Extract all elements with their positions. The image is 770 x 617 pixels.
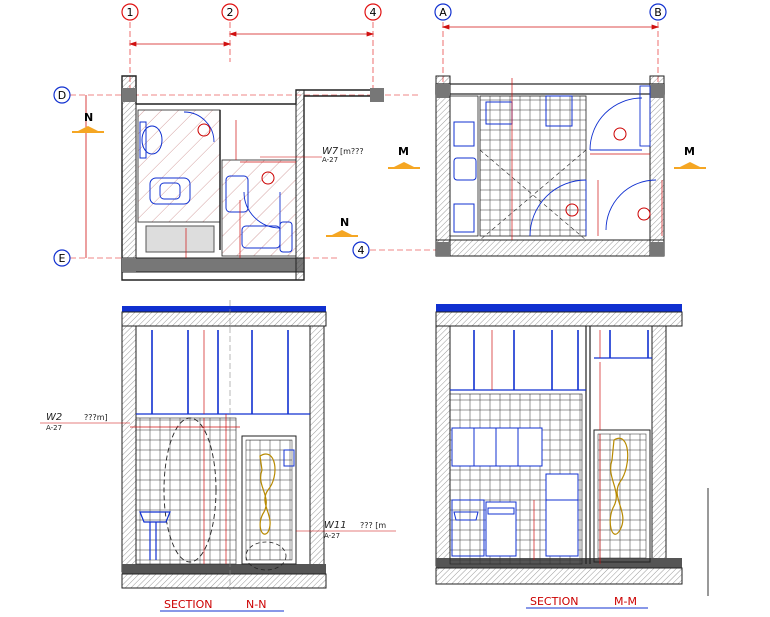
section-mark-m-label-2: M — [684, 145, 695, 158]
grid-label-d: D — [58, 89, 66, 102]
title-mm-label: SECTION — [530, 595, 578, 608]
grid-bubble-4: 4 — [364, 3, 382, 21]
section-mark-m-label: M — [398, 145, 409, 158]
tag-w2-label: W2 — [46, 412, 62, 423]
mm-curtain — [609, 437, 629, 535]
dimension-lines — [85, 24, 660, 258]
title-section-mm: SECTION M-M — [526, 595, 648, 609]
section-mark-m-right: M — [674, 145, 706, 169]
tag-w7: W7 [m??? A-27 — [260, 146, 364, 164]
tag-w7-ref: [m??? — [340, 147, 364, 156]
grid-label-e: E — [59, 252, 66, 265]
kitchen-fixtures-plan — [453, 95, 573, 233]
tag-w11-label: W11 — [324, 520, 347, 531]
tag-w2-ref: ???m] — [84, 413, 108, 422]
plan-right — [435, 75, 665, 257]
nn-dims — [130, 330, 240, 564]
grid-label-1: 1 — [127, 6, 134, 19]
grid-label-2: 2 — [227, 6, 234, 19]
grid-bubble-b: B — [649, 3, 667, 21]
grid-bubble-1: 1 — [121, 3, 139, 21]
mm-dims — [491, 330, 601, 564]
plan-dims — [185, 120, 296, 258]
title-nn-label: SECTION — [164, 598, 212, 611]
tag-w2-sub: A-27 — [46, 424, 62, 432]
section-mark-n-label-2: N — [340, 216, 349, 229]
grid-bubble-e: E — [53, 249, 71, 267]
tag-w11-ref: ??? [m — [360, 521, 386, 530]
mm-pipes — [450, 330, 652, 391]
tag-w11: W11 ??? [m A-27 — [296, 520, 396, 540]
door-swings-left — [183, 111, 281, 229]
grid-label-a: A — [439, 6, 447, 19]
grid-label-4: 4 — [370, 6, 377, 19]
nn-curtain — [259, 453, 276, 535]
tag-w11-sub: A-27 — [324, 532, 340, 540]
grid-bubble-4b: 4 — [352, 241, 370, 259]
floor-level-tags — [197, 123, 275, 185]
tag-w7-label: W7 — [322, 146, 339, 157]
section-mark-m-left: M — [388, 145, 420, 169]
grid-label-b: B — [654, 6, 662, 19]
plan-right-dims — [511, 78, 663, 240]
section-mm — [435, 304, 709, 596]
grid-bubble-2: 2 — [221, 3, 239, 21]
grid-bubble-d: D — [53, 86, 71, 104]
plan-left — [121, 75, 384, 281]
nn-sink — [139, 511, 171, 560]
floor-level-tags-right — [565, 127, 651, 221]
section-nn — [121, 300, 327, 590]
title-nn-id: N-N — [246, 598, 266, 611]
section-mark-n-left: N — [72, 111, 104, 133]
nn-pipes — [136, 330, 310, 415]
grid-label-4b: 4 — [358, 244, 365, 257]
title-section-nn: SECTION N-N — [160, 598, 284, 612]
tag-w7-sub: A-27 — [322, 156, 338, 164]
section-mark-n-label: N — [84, 111, 93, 124]
plan-fixtures — [139, 121, 293, 253]
mm-cabinets — [451, 427, 579, 557]
door-swings-right — [529, 85, 657, 237]
title-mm-id: M-M — [614, 595, 637, 608]
tag-w2: W2 ???m] A-27 — [40, 412, 130, 432]
grid-bubble-a: A — [434, 3, 452, 21]
section-mark-n-right: N — [326, 216, 358, 237]
